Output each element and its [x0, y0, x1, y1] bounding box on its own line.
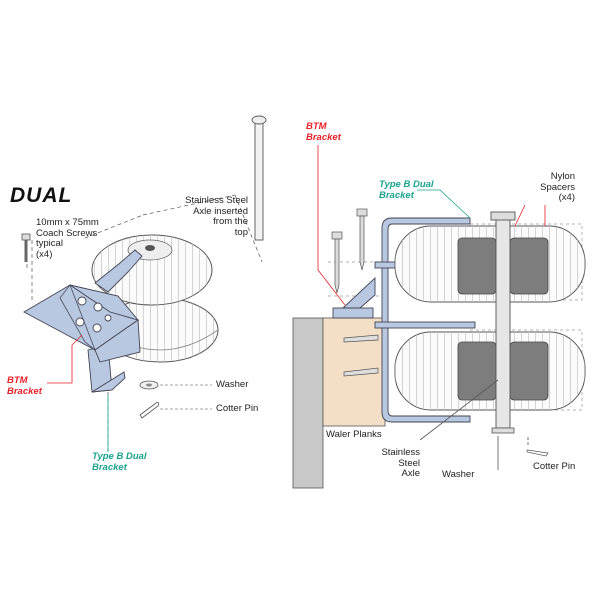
- right-axle-label: Stainless Steel Axle: [381, 447, 420, 479]
- right-leader-lines: [317, 145, 546, 470]
- right-coach-screws: [331, 208, 379, 377]
- right-cotter-pin: [526, 449, 549, 457]
- axle-label: Stainless Steel Axle inserted from the t…: [185, 195, 248, 238]
- right-cotter-pin-label: Cotter Pin: [533, 461, 576, 472]
- diagram-title: DUAL: [10, 184, 73, 207]
- left-coach-screw: [21, 233, 31, 262]
- cotter-pin-label: Cotter Pin: [216, 403, 259, 414]
- btm-bracket-label: BTM Bracket: [7, 375, 42, 397]
- right-nylon-spacer: [509, 341, 549, 401]
- left-upper-roller: [91, 234, 213, 306]
- right-axle: [490, 211, 516, 429]
- right-washer: [491, 427, 515, 434]
- coach-screws-label: 10mm x 75mm Coach Screws typical (x4): [36, 217, 99, 260]
- right-nylon-spacer: [457, 341, 497, 401]
- left-exploded-view: [21, 115, 267, 455]
- left-btm-bracket: [23, 284, 141, 363]
- left-cotter-pin: [139, 402, 160, 419]
- right-upper-roller: [394, 225, 586, 303]
- right-wall: [292, 317, 324, 489]
- nylon-spacers-label: Nylon Spacers (x4): [540, 171, 575, 203]
- right-btm-bracket-label: BTM Bracket: [306, 121, 341, 143]
- left-leader-lines: [47, 334, 212, 452]
- right-type-b-bracket-label: Type B Dual Bracket: [379, 179, 434, 201]
- washer-label: Washer: [216, 379, 249, 390]
- type-b-bracket-label: Type B Dual Bracket: [92, 451, 147, 473]
- right-lower-roller: [394, 331, 586, 411]
- right-washer-label: Washer: [442, 469, 475, 480]
- waler-planks-label: Waler Planks: [326, 429, 382, 440]
- right-assembly-view: [292, 145, 586, 489]
- left-washer: [139, 380, 159, 390]
- right-nylon-spacer: [457, 237, 497, 295]
- right-nylon-spacer: [509, 237, 549, 295]
- left-axle: [251, 115, 267, 241]
